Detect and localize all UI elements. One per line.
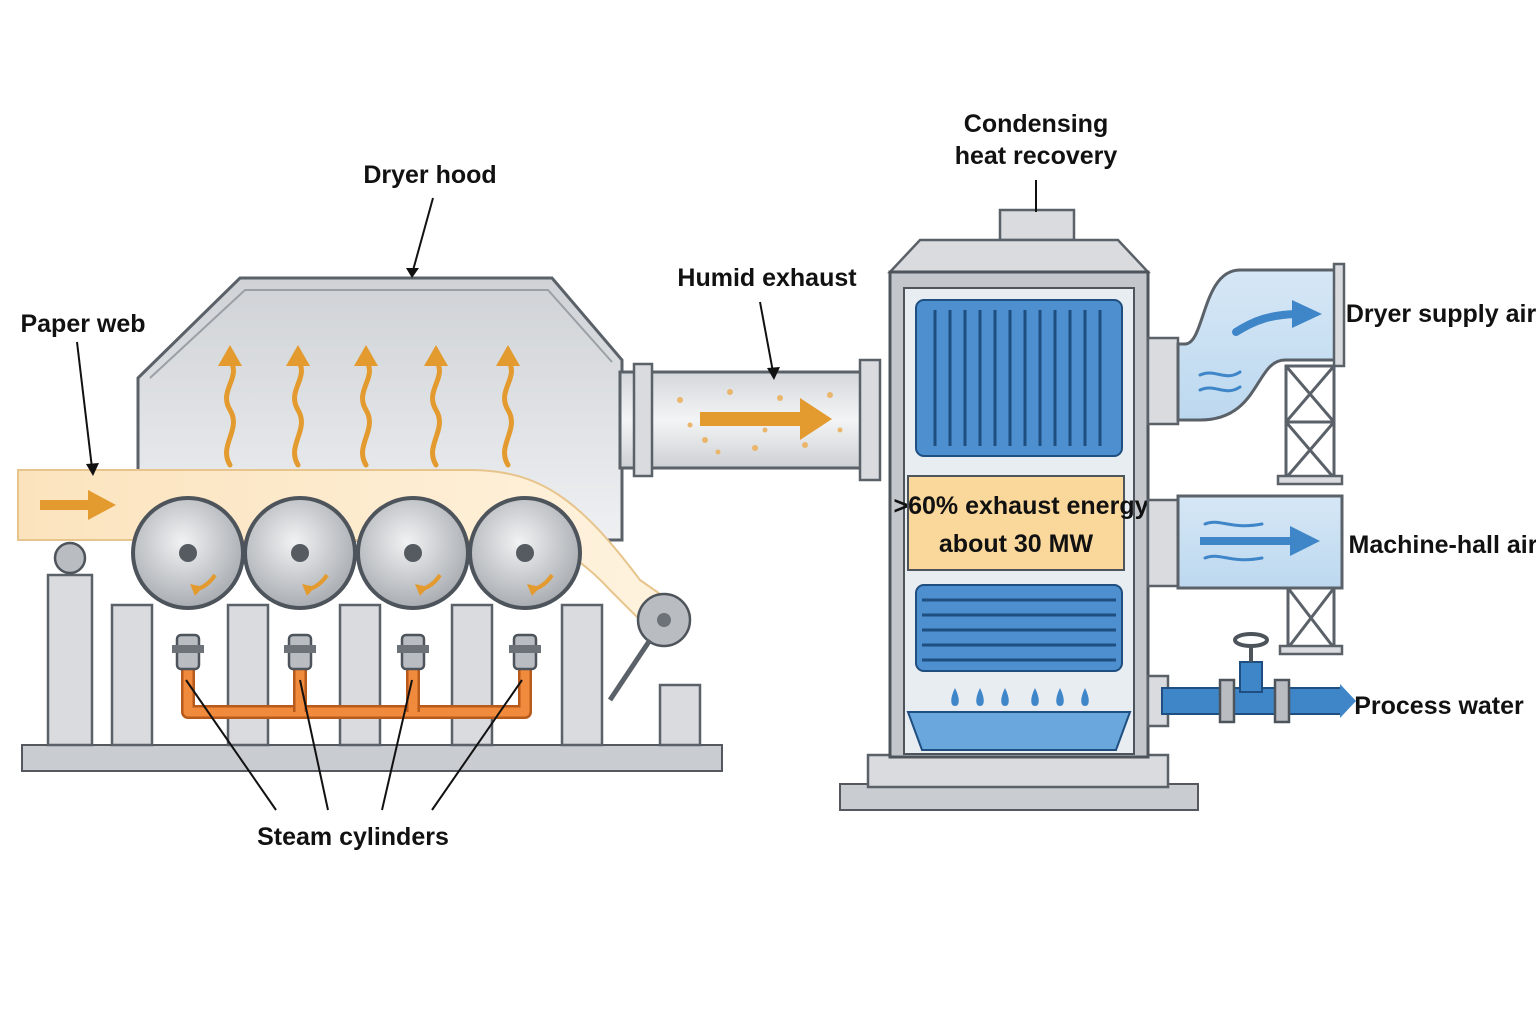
unit-base bbox=[839, 783, 1199, 811]
valve-icon bbox=[284, 633, 316, 671]
valve-icon bbox=[172, 633, 204, 671]
support-columns bbox=[46, 541, 702, 747]
arrow-right-icon bbox=[1200, 526, 1320, 556]
wavy-arrow-up-icon bbox=[286, 345, 310, 468]
wavy-arrow-up-icon bbox=[424, 345, 448, 468]
label-steam-cylinders: Steam cylinders bbox=[257, 823, 449, 851]
lower-heat-exchanger-coil bbox=[915, 584, 1123, 672]
arrow-right-icon bbox=[700, 398, 832, 440]
steam-piping bbox=[172, 633, 541, 719]
support-truss bbox=[1284, 364, 1336, 480]
valve-icon bbox=[1233, 632, 1269, 693]
leader-lines bbox=[76, 180, 1037, 811]
wavy-arrow-up-icon bbox=[496, 345, 520, 468]
labels: Dryer hood Paper web Humid exhaust Conde… bbox=[20, 110, 1536, 851]
label-paper-web: Paper web bbox=[20, 310, 145, 338]
condensate-basin bbox=[906, 711, 1132, 751]
label-heat-recovery: heat recovery bbox=[955, 142, 1118, 170]
label-dryer-supply-air: Dryer supply air bbox=[1346, 300, 1536, 328]
water-drop-icon bbox=[1031, 688, 1039, 706]
exhaust-duct bbox=[618, 358, 882, 482]
arrow-right-icon bbox=[1232, 300, 1322, 336]
label-process-water: Process water bbox=[1354, 692, 1524, 720]
water-drop-icon bbox=[1001, 688, 1009, 706]
power-text: about 30 MW bbox=[939, 530, 1094, 558]
machine-hall-air-duct bbox=[1146, 494, 1344, 656]
steam-cylinder bbox=[356, 496, 470, 610]
wavy-arrow-up-icon bbox=[218, 345, 242, 468]
water-drop-icon bbox=[1056, 688, 1064, 706]
label-dryer-hood: Dryer hood bbox=[363, 161, 496, 189]
heat-rise-arrows bbox=[218, 345, 520, 468]
energy-stat-box bbox=[907, 475, 1125, 571]
energy-share-text: >60% exhaust energy bbox=[894, 492, 1149, 520]
machine-base bbox=[21, 744, 723, 772]
steam-cylinders bbox=[131, 496, 582, 610]
valve-icon bbox=[509, 633, 541, 671]
label-humid-exhaust: Humid exhaust bbox=[677, 264, 857, 292]
process-water-pipe bbox=[1146, 632, 1356, 728]
label-machine-hall-air: Machine-hall air bbox=[1349, 531, 1536, 559]
condensing-heat-recovery-unit: >60% exhaust energy about 30 MW bbox=[839, 208, 1199, 811]
exhaust-particles bbox=[677, 389, 843, 455]
arrow-right-icon bbox=[40, 490, 116, 520]
support-truss bbox=[1286, 586, 1336, 650]
steam-cylinder bbox=[131, 496, 245, 610]
steam-cylinder bbox=[468, 496, 582, 610]
label-condensing: Condensing bbox=[964, 110, 1108, 138]
wavy-arrow-up-icon bbox=[354, 345, 378, 468]
upper-heat-exchanger-coil bbox=[915, 299, 1123, 457]
dryer-supply-air-duct bbox=[1146, 262, 1346, 486]
valve-icon bbox=[397, 633, 429, 671]
water-drop-icon bbox=[1081, 688, 1089, 706]
top-outlet bbox=[998, 208, 1076, 242]
dryer-section bbox=[17, 276, 723, 772]
water-drop-icon bbox=[951, 688, 959, 706]
steam-cylinder bbox=[243, 496, 357, 610]
water-drops bbox=[951, 688, 1089, 706]
water-drop-icon bbox=[976, 688, 984, 706]
